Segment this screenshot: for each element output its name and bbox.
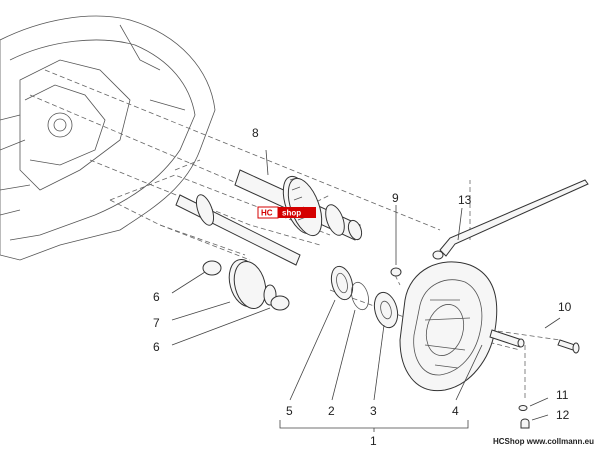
seal-ring <box>330 265 354 301</box>
callout-6-bottom: 6 <box>153 340 160 354</box>
hcshop-watermark: HC shop <box>257 206 316 219</box>
dowel-pin <box>489 329 525 348</box>
drain-screw <box>520 418 530 429</box>
secondary-shaft <box>175 194 301 266</box>
callout-11: 11 <box>556 388 569 402</box>
small-pin <box>390 267 402 277</box>
callout-4: 4 <box>452 404 459 418</box>
main-shaft-gear <box>234 169 363 241</box>
callout-3: 3 <box>370 404 377 418</box>
watermark-prefix: HC <box>261 209 273 218</box>
callout-1: 1 <box>370 434 377 448</box>
leader-lines <box>171 149 561 432</box>
callout-7: 7 <box>153 316 160 330</box>
callout-5: 5 <box>286 404 293 418</box>
gearbox-cover <box>399 261 498 392</box>
circlip <box>351 281 369 311</box>
crankcase-housing <box>0 15 216 261</box>
bolt <box>557 339 580 354</box>
callout-13: 13 <box>458 193 472 207</box>
callout-12: 12 <box>556 408 570 422</box>
bearing <box>373 291 399 329</box>
breather-tube <box>432 179 589 260</box>
callout-2: 2 <box>328 404 335 418</box>
callout-8: 8 <box>252 126 259 140</box>
callout-9: 9 <box>392 191 399 205</box>
washer <box>518 405 528 411</box>
callout-6-top: 6 <box>153 290 160 304</box>
footer-credit: HCShop www.collmann.eu <box>492 437 594 446</box>
intermediate-gear <box>202 258 290 311</box>
callout-labels: 8 9 13 6 7 6 10 11 12 5 2 3 4 1 <box>153 126 572 448</box>
watermark-suffix: shop <box>282 209 301 218</box>
callout-10: 10 <box>558 300 572 314</box>
